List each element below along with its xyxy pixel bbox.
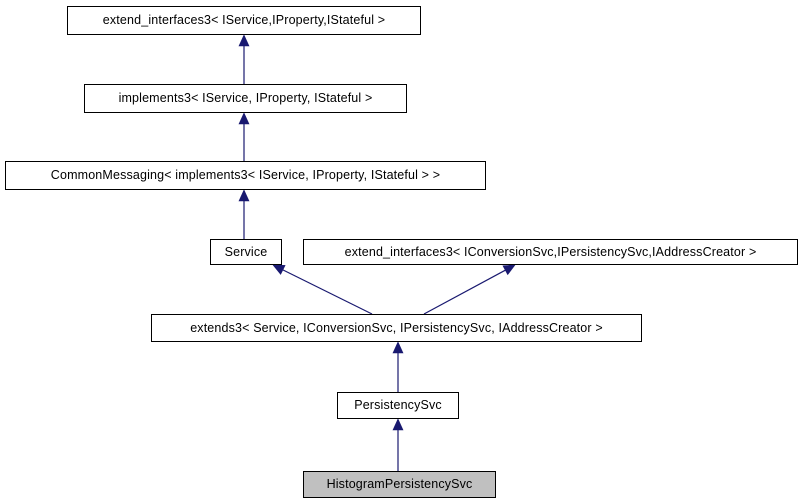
inheritance-arrowhead-icon <box>392 418 404 431</box>
class-node-PersistencySvc[interactable]: PersistencySvc <box>337 392 459 419</box>
inheritance-arrowhead-icon <box>238 189 250 202</box>
inheritance-arrowhead-icon <box>272 264 286 275</box>
class-node-extend_interfaces3_ISIPISt[interactable]: extend_interfaces3< IService,IProperty,I… <box>67 6 421 35</box>
class-node-implements3_ISIPISt[interactable]: implements3< IService, IProperty, IState… <box>84 84 407 113</box>
class-node-CommonMessaging[interactable]: CommonMessaging< implements3< IService, … <box>5 161 486 190</box>
class-node-label: extend_interfaces3< IConversionSvc,IPers… <box>344 244 757 259</box>
class-node-label: PersistencySvc <box>354 398 442 413</box>
class-node-label: CommonMessaging< implements3< IService, … <box>50 168 441 183</box>
inheritance-arrowhead-icon <box>392 341 404 354</box>
inheritance-arrowhead-icon <box>502 264 516 276</box>
class-node-HistogramPersistencySvc[interactable]: HistogramPersistencySvc <box>303 471 496 498</box>
class-node-extend_interfaces3_IConvIPersIAddr[interactable]: extend_interfaces3< IConversionSvc,IPers… <box>303 239 798 265</box>
inheritance-edge-line <box>423 269 506 315</box>
inheritance-edge-line <box>282 269 373 315</box>
inheritance-arrowhead-icon <box>238 112 250 125</box>
class-node-label: extends3< Service, IConversionSvc, IPers… <box>190 320 603 335</box>
class-node-label: Service <box>224 244 268 259</box>
inheritance-arrowhead-icon <box>238 34 250 47</box>
class-node-extends3_Service[interactable]: extends3< Service, IConversionSvc, IPers… <box>151 314 642 342</box>
class-node-label: extend_interfaces3< IService,IProperty,I… <box>102 13 386 28</box>
class-node-label: HistogramPersistencySvc <box>326 477 473 492</box>
class-node-Service[interactable]: Service <box>210 239 282 265</box>
class-node-label: implements3< IService, IProperty, IState… <box>118 91 373 106</box>
